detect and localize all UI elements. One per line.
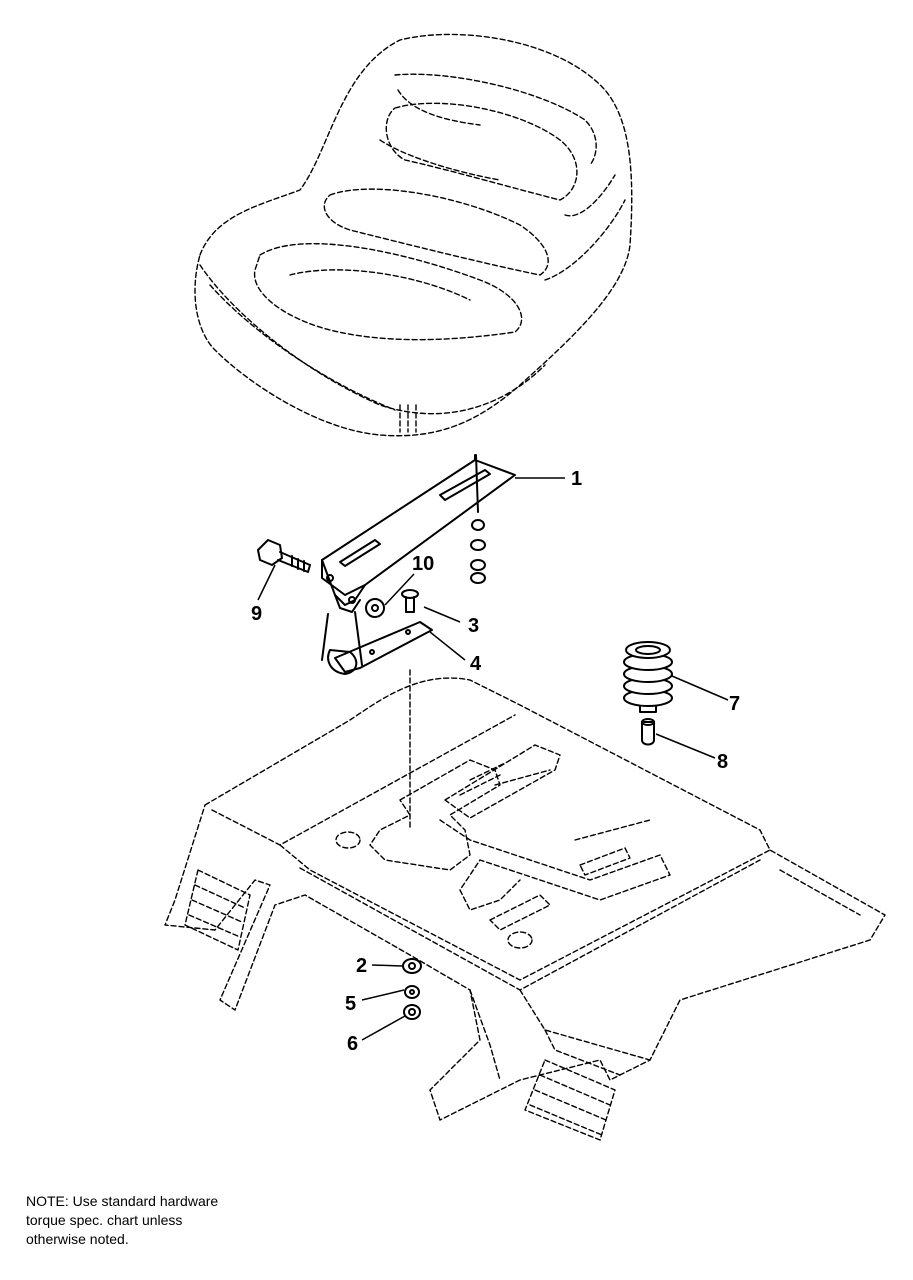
vent-grille-right xyxy=(524,1059,616,1141)
callout-1: 1 xyxy=(571,468,582,490)
callout-2: 2 xyxy=(356,955,367,977)
callout-7: 7 xyxy=(729,693,740,715)
fender xyxy=(164,677,886,1141)
callout-6: 6 xyxy=(347,1033,358,1055)
bolt xyxy=(257,539,311,573)
torque-note: NOTE: Use standard hardware torque spec.… xyxy=(26,1192,286,1249)
hex-nut xyxy=(403,1004,421,1020)
spacer-stack xyxy=(470,519,486,584)
callout-5: 5 xyxy=(345,993,356,1015)
lock-washer xyxy=(404,985,420,999)
callout-3: 3 xyxy=(468,615,479,637)
seat-bracket xyxy=(321,454,516,613)
pin xyxy=(641,718,655,746)
note-line-1: NOTE: Use standard hardware xyxy=(26,1193,219,1209)
flange-nut xyxy=(402,958,422,974)
leader-lines xyxy=(257,477,729,1041)
hinge-plate xyxy=(321,611,433,675)
seat xyxy=(194,33,633,437)
spring xyxy=(623,641,673,713)
note-line-3: otherwise noted. xyxy=(26,1231,129,1247)
nut xyxy=(365,598,385,618)
callout-10: 10 xyxy=(412,553,434,575)
note-line-2: torque spec. chart unless xyxy=(26,1212,183,1228)
vent-grille-left xyxy=(184,869,251,951)
callout-9: 9 xyxy=(251,603,262,625)
carriage-bolt xyxy=(401,589,419,613)
callout-8: 8 xyxy=(717,751,728,773)
callout-4: 4 xyxy=(470,653,482,675)
